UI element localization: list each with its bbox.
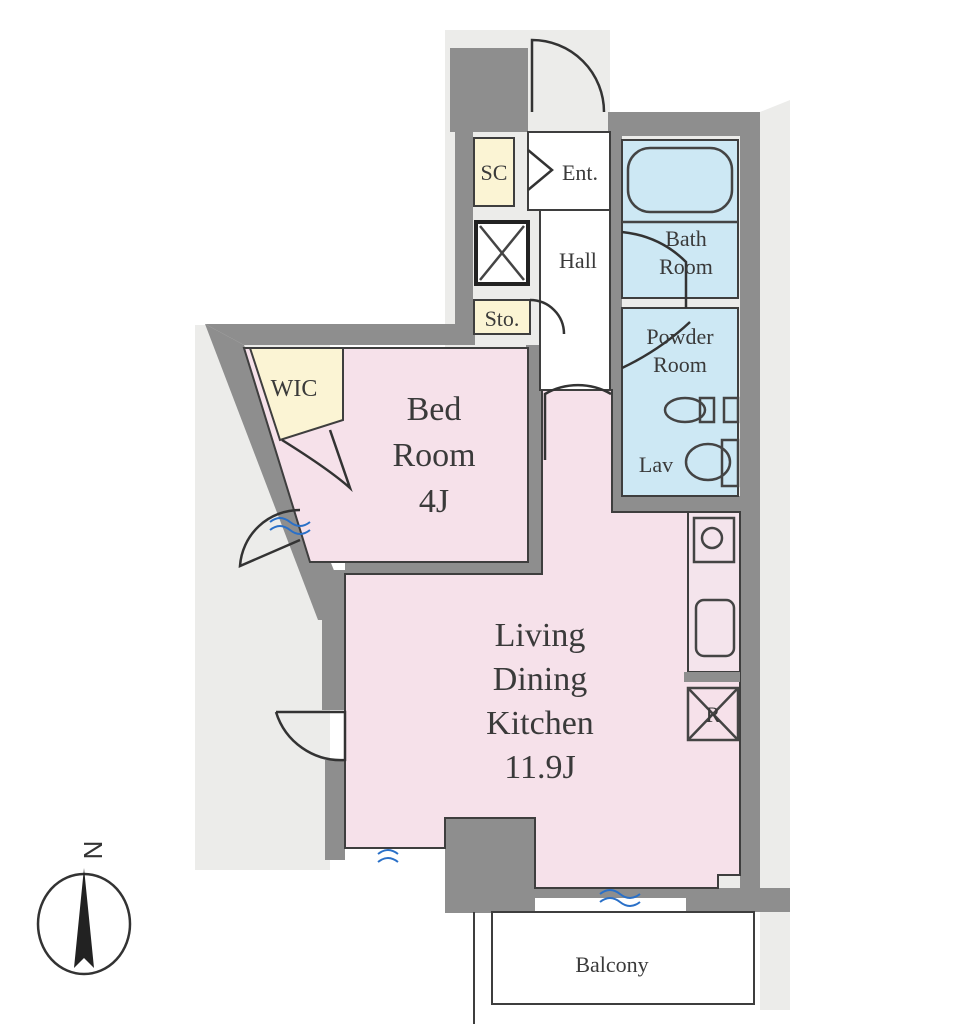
labels: SC Ent. Hall Sto. WIC Bed Room 4J Living… xyxy=(271,160,721,977)
label-ldk-1: Living xyxy=(495,617,586,654)
label-shoe-closet: SC xyxy=(481,160,508,185)
room-bathroom xyxy=(621,139,739,299)
compass-icon: N xyxy=(36,841,132,976)
wall-southeast xyxy=(686,888,790,912)
label-bathroom-2: Room xyxy=(659,254,713,279)
bath-door xyxy=(621,230,688,308)
stove-icon xyxy=(692,516,736,564)
wall-north-column xyxy=(450,48,528,132)
label-storage: Sto. xyxy=(485,306,520,331)
wall-bed-ldk-partition xyxy=(345,562,540,574)
storage-door xyxy=(529,298,566,335)
label-refrigerator: R xyxy=(706,702,721,727)
label-ldk-2: Dining xyxy=(493,661,587,698)
bedroom-window-door xyxy=(238,508,301,568)
bathtub-icon xyxy=(626,146,734,214)
room-hall xyxy=(539,209,611,391)
ldk-west-door xyxy=(274,710,347,762)
fixtures xyxy=(479,146,740,742)
wall-west-bottom xyxy=(325,760,345,860)
wall-west-lower xyxy=(322,570,346,710)
wall-south-column xyxy=(445,818,535,913)
label-bathroom-1: Bath xyxy=(665,226,707,251)
doors xyxy=(238,38,612,762)
label-ldk-3: Kitchen xyxy=(486,705,594,742)
lavatory-basin-icon xyxy=(684,438,740,488)
sink-icon xyxy=(694,598,736,658)
front-door xyxy=(530,38,606,113)
kitchen-hood xyxy=(684,672,740,682)
wall-north-bath xyxy=(610,112,760,136)
room-powder-room xyxy=(621,307,739,497)
washer-icon xyxy=(479,225,525,281)
walls xyxy=(205,48,790,913)
rooms xyxy=(242,131,755,1024)
refrigerator-icon xyxy=(686,686,740,742)
label-powder-2: Room xyxy=(653,352,707,377)
room-entrance xyxy=(527,131,611,211)
label-bedroom-1: Bed xyxy=(407,391,462,428)
window-ldk-south xyxy=(377,849,399,863)
wic-door xyxy=(281,429,353,493)
label-entrance: Ent. xyxy=(562,160,598,185)
window-bedroom xyxy=(269,517,311,535)
wall-northwest xyxy=(205,324,475,345)
room-shoe-closet xyxy=(473,137,515,207)
toilet-icon xyxy=(663,396,740,424)
label-lavatory: Lav xyxy=(639,452,673,477)
hall-ldk-door xyxy=(543,383,612,460)
label-balcony: Balcony xyxy=(575,952,648,977)
room-wic xyxy=(248,347,344,442)
room-storage xyxy=(473,299,531,335)
label-wic: WIC xyxy=(271,376,318,402)
label-ldk-size: 11.9J xyxy=(504,749,575,786)
label-bedroom-size: 4J xyxy=(419,483,449,520)
room-balcony xyxy=(491,911,755,1005)
wall-wet-bottom xyxy=(608,496,760,512)
label-hall: Hall xyxy=(559,248,597,273)
label-bedroom-2: Room xyxy=(392,437,475,474)
entrance-door xyxy=(527,149,554,191)
windows xyxy=(269,517,641,907)
compass-north-label: N xyxy=(78,841,108,860)
label-powder-1: Powder xyxy=(646,324,714,349)
wall-bed-east xyxy=(526,345,542,574)
wall-entry-west xyxy=(455,130,473,340)
powder-door xyxy=(621,321,691,370)
compass-needle xyxy=(74,868,94,968)
window-balcony xyxy=(599,889,641,907)
